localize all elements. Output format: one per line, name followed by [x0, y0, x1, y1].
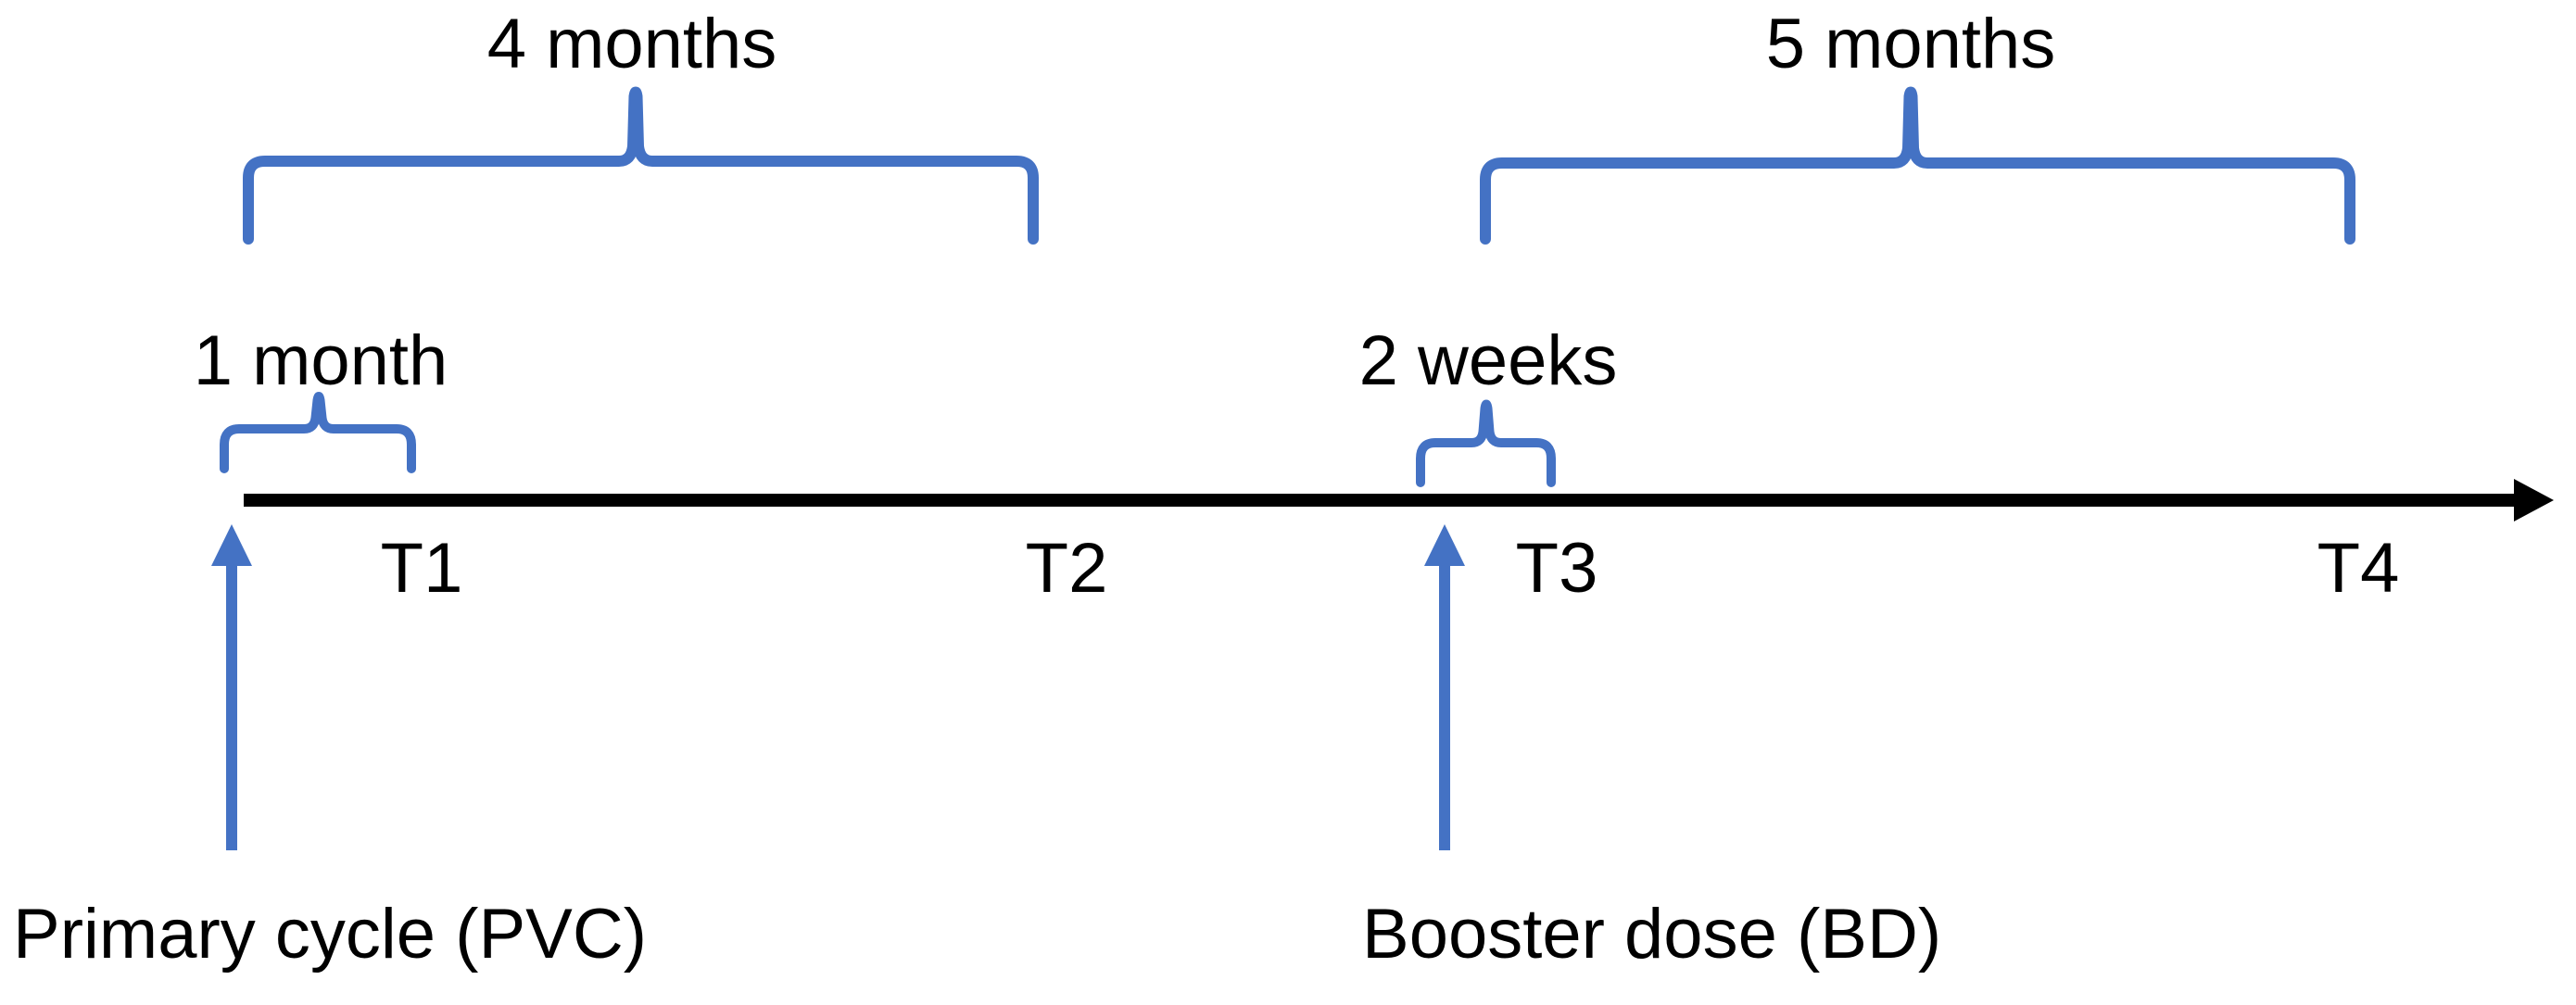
pvc-arrowhead-icon — [211, 524, 252, 566]
event-label-primary-cycle: Primary cycle (PVC) — [13, 895, 648, 974]
brace-1-month-icon — [220, 392, 416, 473]
brace-5-months-icon — [1480, 86, 2355, 245]
event-label-booster-dose: Booster dose (BD) — [1362, 895, 1942, 974]
timepoint-label-t2: T2 — [1025, 529, 1108, 608]
timepoint-label-t4: T4 — [2317, 529, 2400, 608]
timeline-arrowhead-icon — [2514, 479, 2554, 521]
duration-label-1-month: 1 month — [193, 321, 448, 400]
brace-4-months-icon — [243, 86, 1039, 245]
duration-label-5-months: 5 months — [1765, 5, 2056, 83]
brace-2-weeks-icon — [1416, 399, 1556, 487]
duration-label-2-weeks: 2 weeks — [1358, 321, 1618, 400]
timepoint-label-t1: T1 — [380, 529, 463, 608]
timepoint-label-t3: T3 — [1515, 529, 1598, 608]
duration-label-4-months: 4 months — [486, 5, 777, 83]
bd-arrowhead-icon — [1424, 524, 1465, 566]
